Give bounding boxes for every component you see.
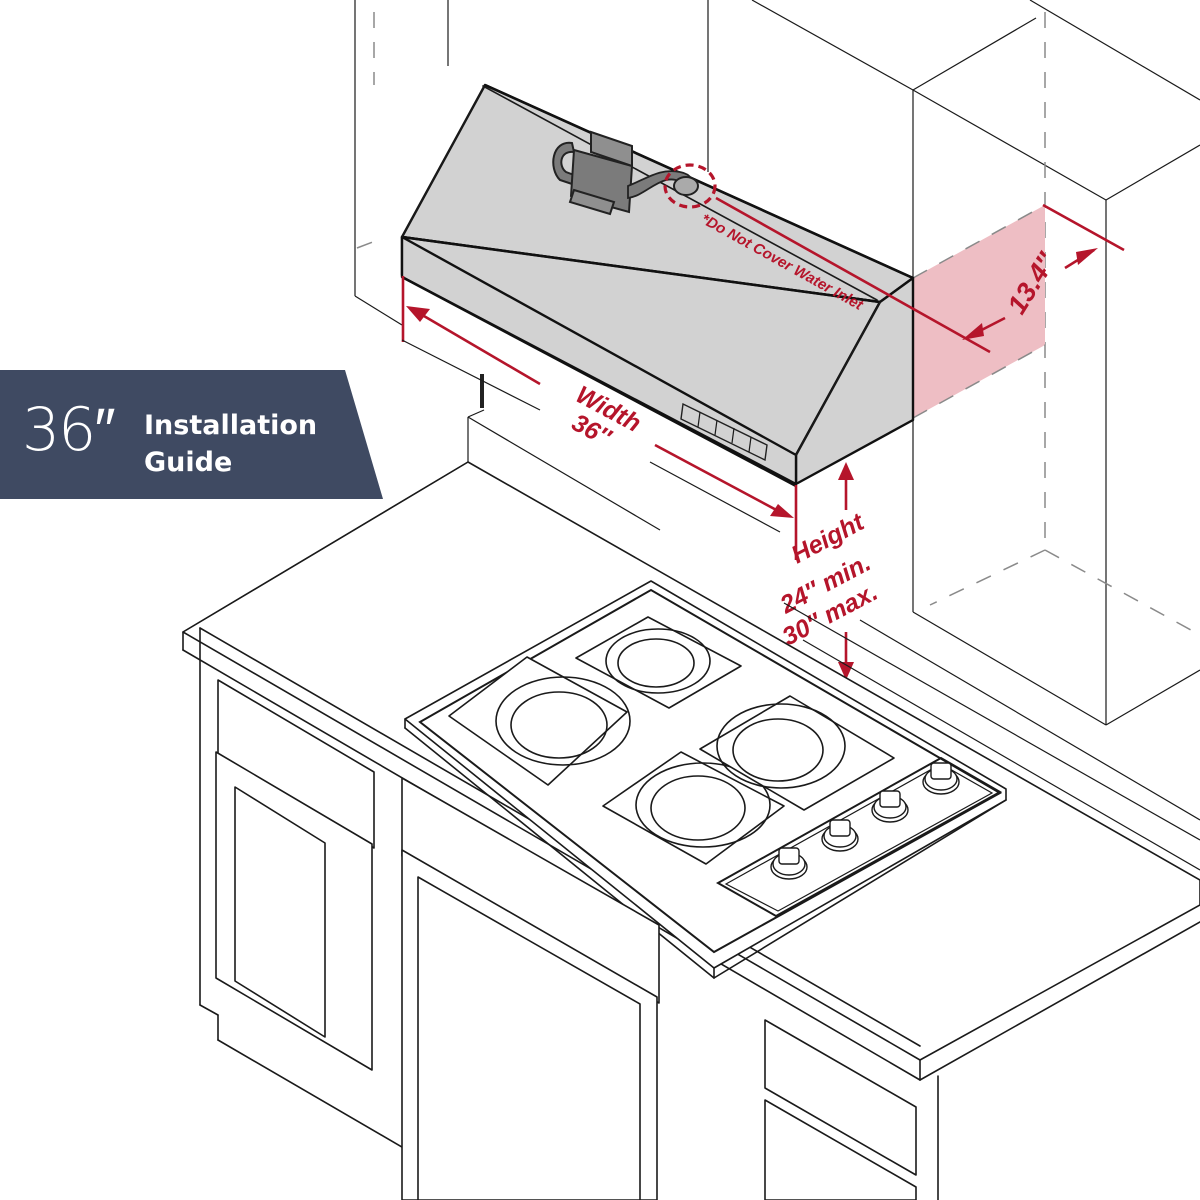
burner-rear-left <box>448 656 631 786</box>
water-inlet <box>673 176 699 196</box>
range-hood <box>400 83 915 488</box>
title-banner <box>0 370 384 499</box>
banner-title-line1: Installation <box>144 410 318 441</box>
knob-1 <box>770 847 808 880</box>
water-inlet-highlight-circle <box>663 163 717 209</box>
cooktop-knobs <box>770 762 960 880</box>
depth-dimension-line <box>715 196 991 354</box>
base-cabinets <box>199 659 939 1200</box>
knob-2 <box>821 819 859 852</box>
knob-4 <box>922 762 960 795</box>
banner-background <box>0 370 383 499</box>
hood-control-panel <box>680 402 768 462</box>
cooktop <box>404 580 1007 979</box>
depth-clearance-zone <box>913 205 1045 418</box>
banner-title: Installation Guide <box>144 407 317 481</box>
backsplash <box>401 339 1200 871</box>
banner-size-label: 36″ <box>22 395 116 465</box>
banner-title-line2: Guide <box>144 447 233 478</box>
clearance-zone-edge <box>912 204 1046 279</box>
watering-can-icon <box>552 130 695 216</box>
knob-3 <box>871 790 909 823</box>
hood-mount-bracket <box>480 374 484 408</box>
burner-rear-right <box>575 616 742 709</box>
burner-front-right <box>699 695 895 811</box>
clearance-zone-edge <box>912 344 1046 419</box>
burner-front-left <box>602 751 785 865</box>
